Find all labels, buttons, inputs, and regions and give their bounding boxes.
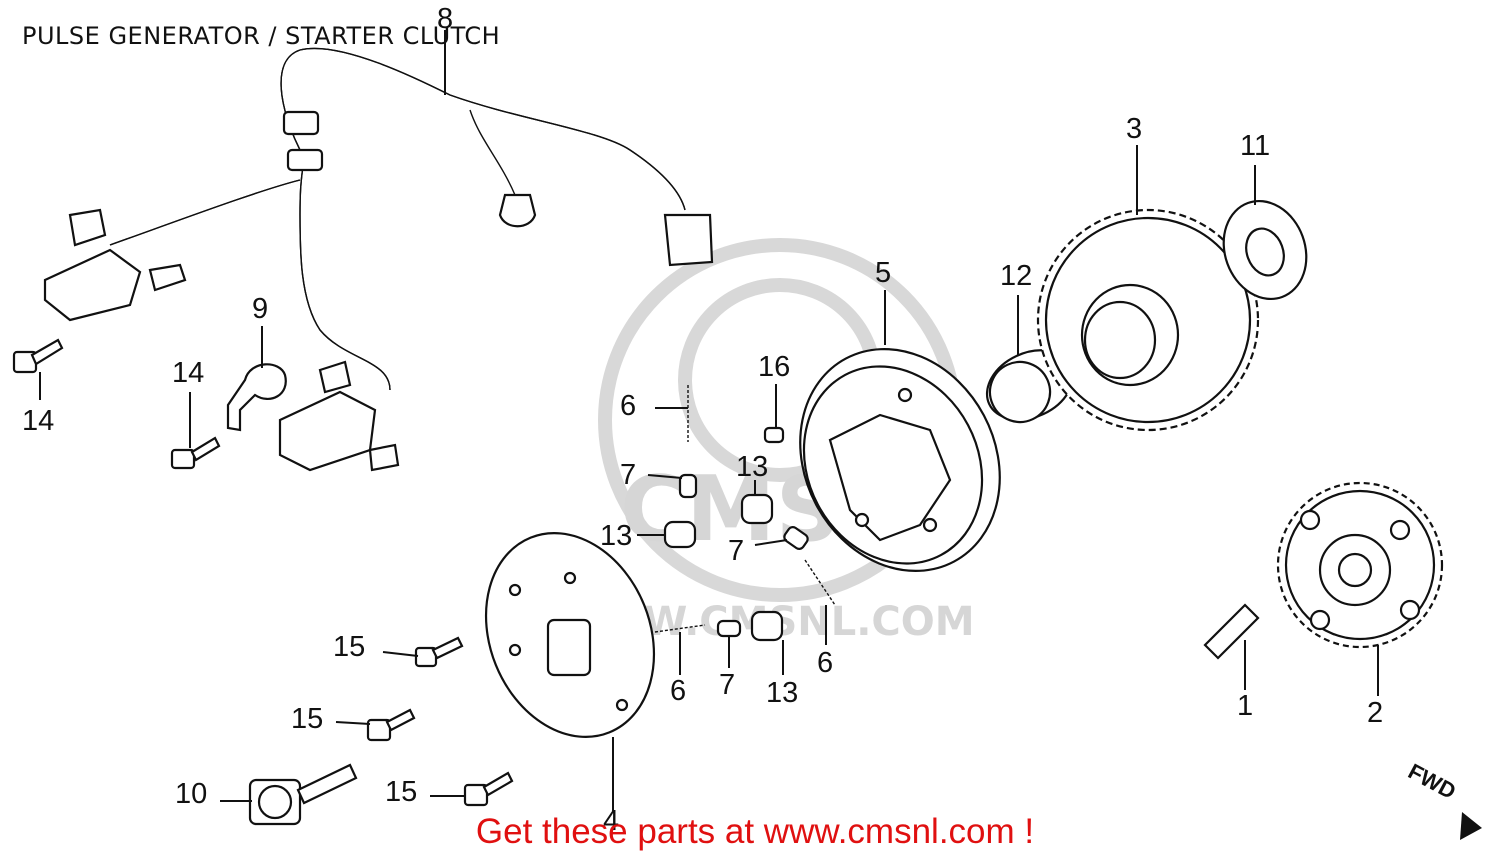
part-7-plunger-b [783, 526, 809, 550]
callout-6-c: 6 [670, 675, 686, 707]
part-15-bolt-c [463, 771, 514, 807]
callout-7-b: 7 [728, 535, 744, 567]
footer-banner[interactable]: Get these parts at www.cmsnl.com ! [475, 812, 1035, 851]
part-11-washer [1222, 199, 1308, 301]
part-4-rotor-plate [484, 532, 656, 738]
part-3-driven-gear [1036, 208, 1260, 432]
part-14-bolt-b [170, 436, 221, 470]
callout-12: 12 [1000, 260, 1032, 292]
part-12-needle-bearing [985, 349, 1075, 424]
part-15-bolt-a [414, 636, 464, 668]
callout-13-c: 13 [766, 677, 798, 709]
part-15-bolt-b [366, 708, 416, 742]
callout-4: 4 [603, 805, 619, 837]
callout-13-a: 13 [736, 451, 768, 483]
callout-10: 10 [175, 778, 207, 810]
part-6-spring-c [654, 624, 706, 633]
callout-7-c: 7 [719, 669, 735, 701]
callout-9: 9 [252, 293, 268, 325]
callout-6-b: 6 [817, 647, 833, 679]
callouts: 8 3 11 5 12 9 14 14 6 16 7 13 13 7 6 15 … [22, 3, 1383, 837]
part-7-plunger-c [716, 619, 742, 638]
callout-1: 1 [1237, 690, 1253, 722]
callout-14-b: 14 [172, 357, 204, 389]
callout-15-a: 15 [333, 631, 365, 663]
part-9-clamp [226, 363, 287, 432]
part-10-flange-bolt [248, 763, 358, 826]
callout-15-b: 15 [291, 703, 323, 735]
callout-11: 11 [1240, 130, 1270, 162]
part-7-plunger-a [678, 473, 698, 499]
callout-7-a: 7 [620, 459, 636, 491]
part-1-shaft [1203, 603, 1260, 660]
part-13-roller-b [740, 493, 774, 525]
part-13-roller-a [663, 520, 697, 549]
part-14-bolt-a [12, 338, 64, 374]
part-8-wire-harness [43, 47, 714, 472]
callout-6-a: 6 [620, 390, 636, 422]
callout-16: 16 [758, 351, 790, 383]
callout-8: 8 [437, 3, 453, 35]
part-2-gear [1276, 481, 1444, 649]
part-5-clutch-outer [799, 347, 1001, 573]
fwd-label: FWD [1404, 758, 1460, 804]
diagram-title: PULSE GENERATOR / STARTER CLUTCH [22, 22, 501, 50]
part-6-spring-b [804, 559, 836, 606]
part-16-pin [763, 426, 785, 444]
callout-5: 5 [875, 257, 891, 289]
callout-14-a: 14 [22, 405, 54, 437]
callout-15-c: 15 [385, 776, 417, 808]
part-13-roller-c [750, 610, 784, 642]
callout-2: 2 [1367, 697, 1383, 729]
callout-13-b: 13 [600, 520, 632, 552]
callout-3: 3 [1126, 113, 1142, 145]
